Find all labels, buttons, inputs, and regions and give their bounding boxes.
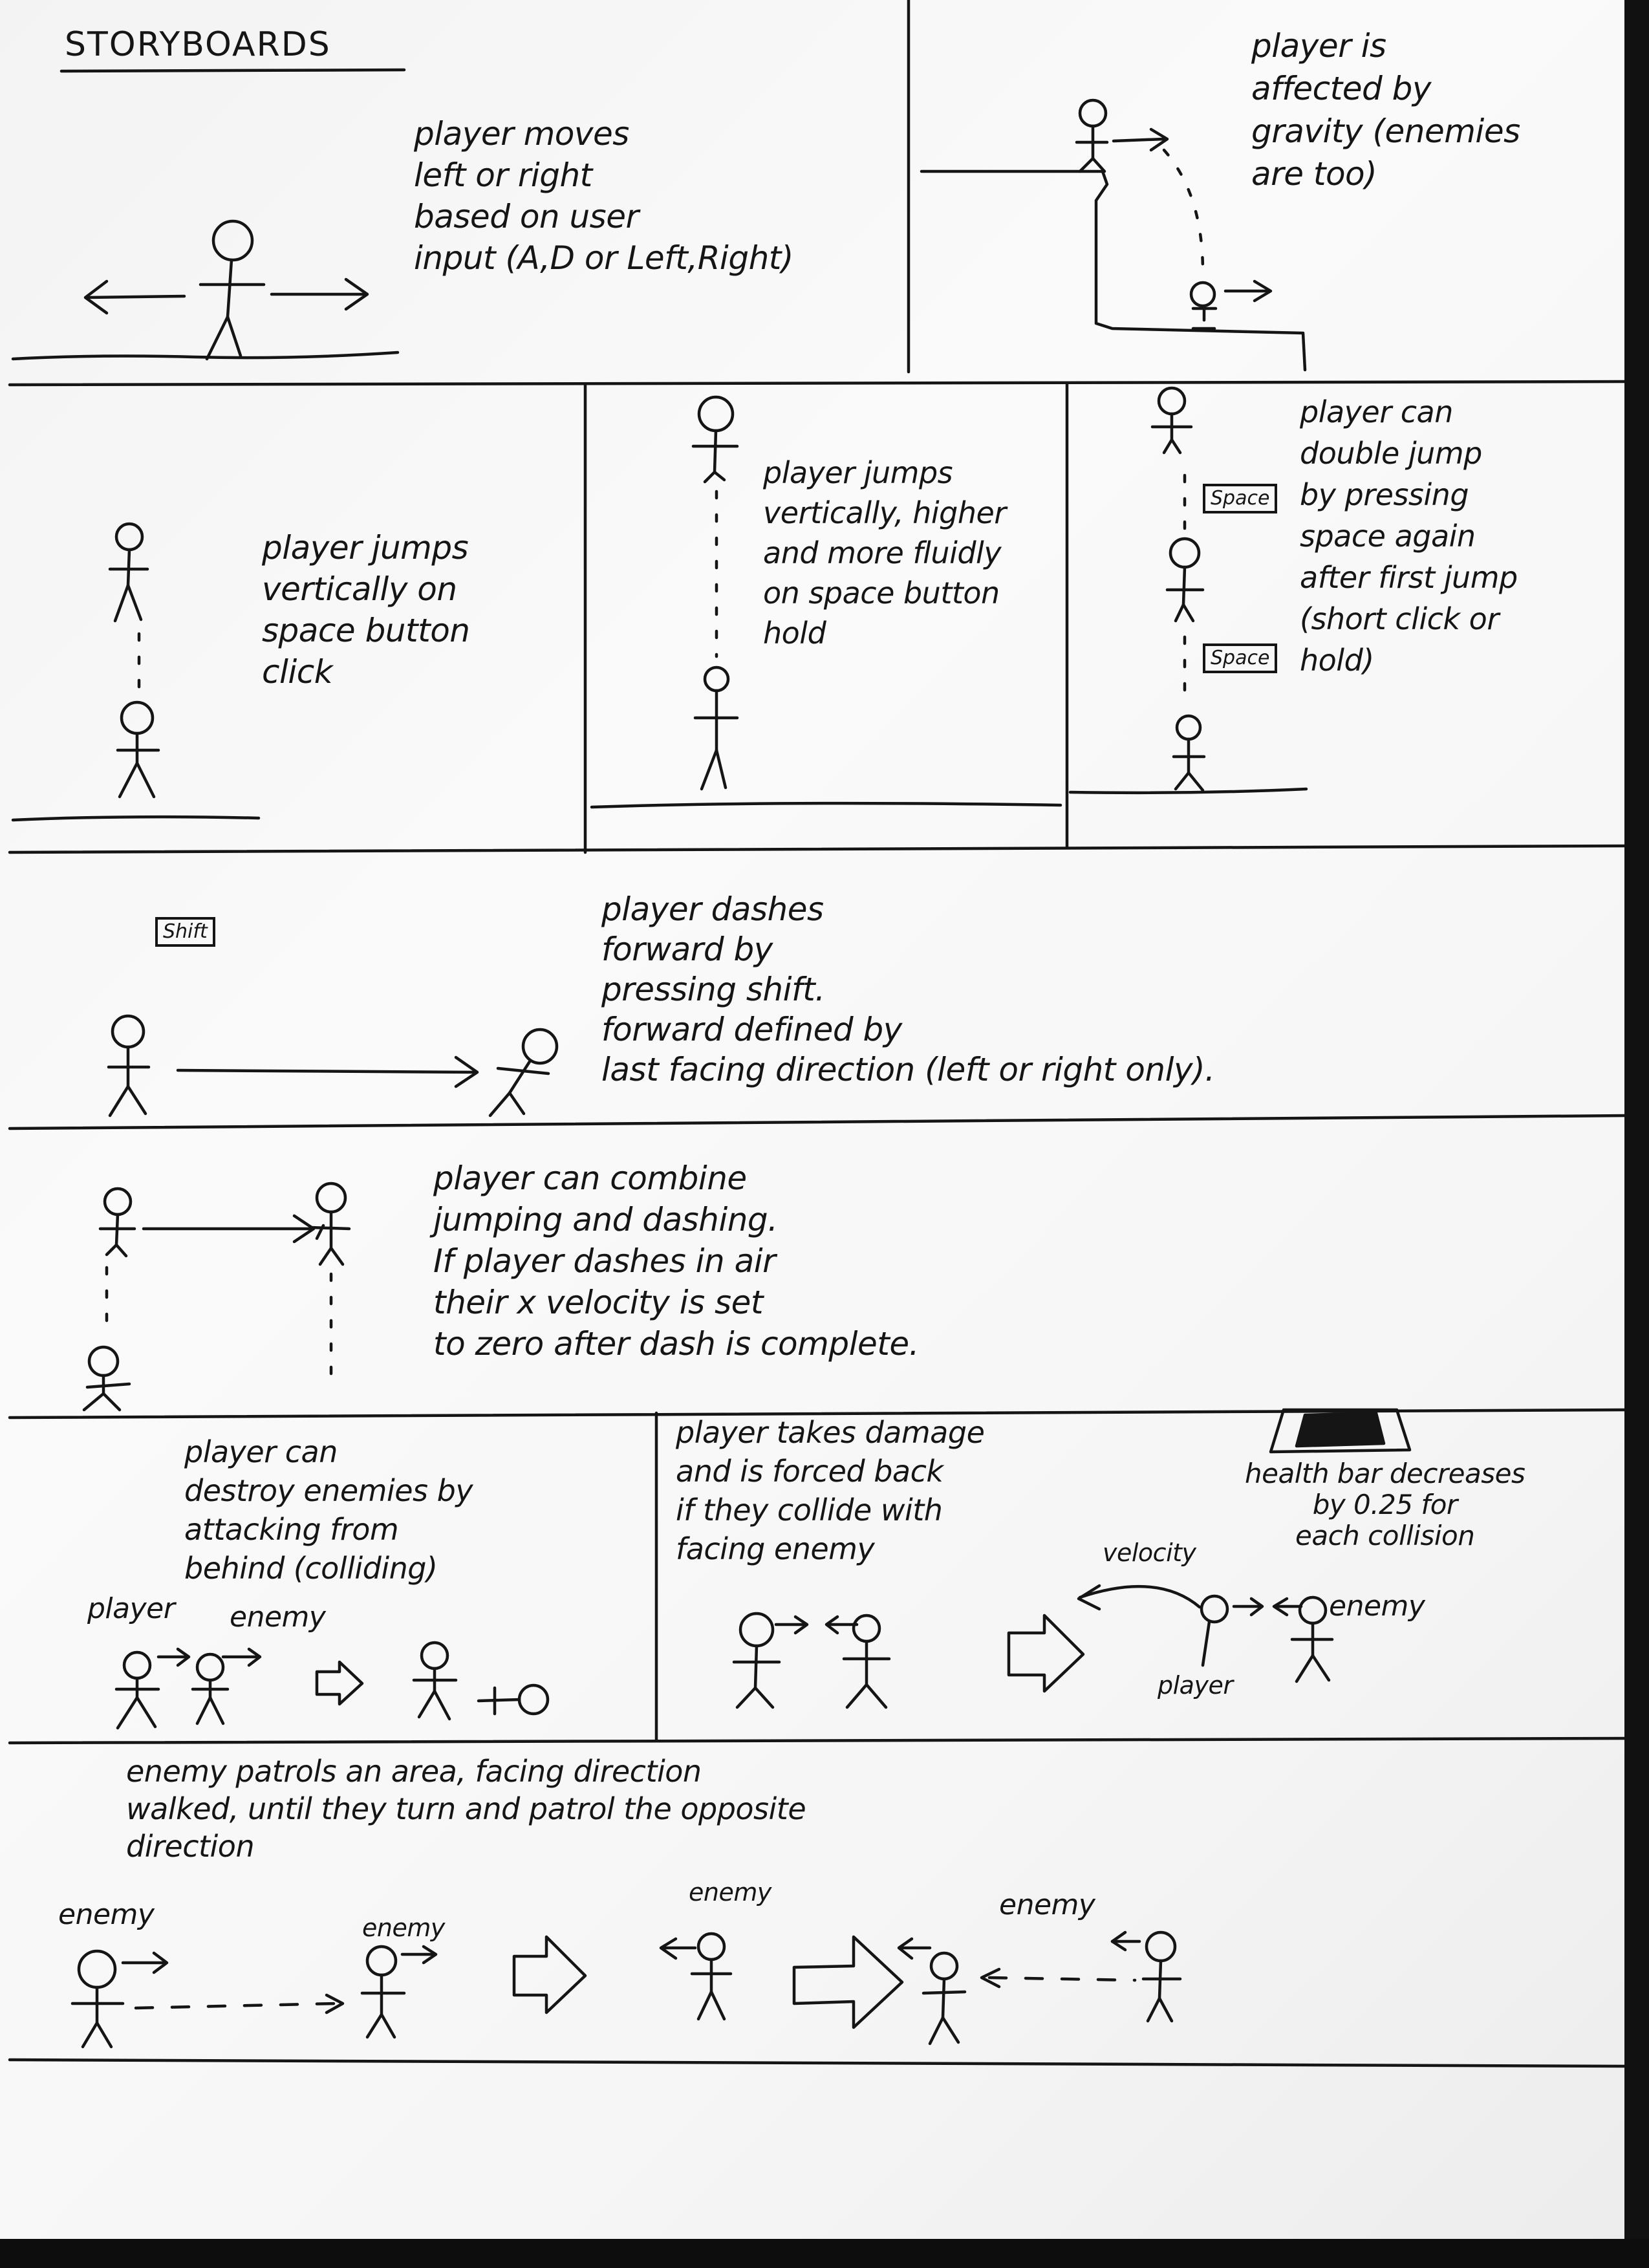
- patrol-enemy-1-label: enemy: [58, 1898, 155, 1931]
- destroy-player-arrow: [156, 1647, 191, 1667]
- dash-player-start: [107, 1014, 151, 1118]
- move-ground: [11, 351, 400, 361]
- gravity-arrow-bottom: [1223, 279, 1273, 303]
- combine-player-air: [98, 1187, 136, 1258]
- patrol-caption: enemy patrols an area, facing direction …: [126, 1754, 806, 1864]
- jump-hold-player-bottom: [693, 665, 739, 791]
- combine-player-ground: [82, 1345, 131, 1412]
- space-key-2: Space: [1203, 643, 1278, 673]
- gravity-caption: player is affected by gravity (enemies a…: [1251, 27, 1520, 193]
- move-player-figure: [199, 219, 266, 361]
- double-jump-ground: [1068, 787, 1308, 795]
- photo-edge-bottom: [0, 2239, 1649, 2268]
- destroy-player: [114, 1650, 160, 1730]
- destroy-enemy-label: enemy: [230, 1601, 326, 1634]
- gravity-ledge: [920, 169, 1307, 372]
- damage-enemy: [842, 1614, 891, 1709]
- gravity-player-bottom: [1189, 281, 1218, 330]
- damage-enemy-hit: [1290, 1595, 1334, 1683]
- damage-player-hit: [1200, 1594, 1229, 1667]
- damage-player-label: player: [1158, 1671, 1233, 1700]
- double-jump-caption: player can double jump by pressing space…: [1300, 394, 1518, 678]
- dash-player-end: [488, 1028, 559, 1118]
- damage-player: [732, 1612, 781, 1709]
- patrol-enemy-4: [921, 1951, 967, 2046]
- gravity-player-top: [1075, 98, 1109, 173]
- jump-hold-ground: [590, 801, 1062, 809]
- destroy-player-after: [412, 1641, 458, 1721]
- jump-click-ground: [11, 815, 261, 822]
- space-key-1: Space: [1203, 484, 1278, 513]
- health-bar-icon: [1269, 1408, 1412, 1454]
- dash-arrow: [176, 1055, 479, 1088]
- patrol-enemy-3-label: enemy: [689, 1878, 771, 1906]
- move-caption: player moves left or right based on user…: [414, 115, 793, 277]
- patrol-enemy-2: [360, 1945, 406, 2039]
- patrol-enemy-5-label: enemy: [999, 1888, 1095, 1921]
- jump-hold-player-top: [691, 395, 739, 484]
- double-jump-player-middle: [1165, 537, 1205, 623]
- double-jump-player-top: [1150, 386, 1193, 455]
- panel-borders: [8, 0, 1628, 2068]
- damage-caption: player takes damage and is forced back i…: [676, 1415, 985, 1566]
- destroy-enemy: [191, 1652, 230, 1725]
- patrol-path-1: [134, 2002, 338, 2010]
- move-right-arrow: [270, 277, 369, 311]
- damage-velocity-label: velocity: [1103, 1539, 1196, 1567]
- patrol-enemy-5-arrow: [1110, 1930, 1141, 1952]
- patrol-path-2-head: [980, 1967, 1001, 1989]
- destroy-enemy-arrow: [221, 1647, 262, 1667]
- destroy-caption: player can destroy enemies by attacking …: [184, 1434, 473, 1586]
- damage-result-arrow: [1007, 1614, 1085, 1693]
- photo-edge-right: [1624, 0, 1649, 2268]
- move-left-arrow: [83, 279, 186, 315]
- destroy-enemy-defeated: [477, 1683, 550, 1716]
- patrol-enemy-3-arrow: [659, 1937, 697, 1960]
- patrol-transition-arrow-2: [792, 1935, 904, 2029]
- damage-enemy-hit-arrow: [1272, 1597, 1303, 1617]
- damage-enemy-label: enemy: [1329, 1590, 1425, 1623]
- damage-velocity-arrowhead: [1077, 1584, 1101, 1611]
- jump-click-caption: player jumps vertically on space button …: [262, 529, 470, 691]
- combine-caption: player can combine jumping and dashing. …: [433, 1160, 919, 1363]
- patrol-enemy-1-arrow: [121, 1951, 169, 1974]
- dash-caption: player dashes forward by pressing shift.…: [601, 891, 1215, 1088]
- jump-hold-caption: player jumps vertically, higher and more…: [763, 455, 1006, 651]
- patrol-enemy-4-arrow: [897, 1937, 932, 1960]
- jump-click-player-bottom: [116, 700, 160, 799]
- combine-dash-arrow: [142, 1214, 316, 1244]
- patrol-path-2: [987, 1976, 1137, 1982]
- destroy-result-arrow: [315, 1660, 364, 1706]
- health-caption: health bar decreases by 0.25 for each co…: [1245, 1458, 1525, 1551]
- shift-key: Shift: [155, 917, 215, 947]
- double-jump-player-bottom: [1172, 714, 1206, 792]
- damage-hit-arrow: [1232, 1597, 1264, 1617]
- page-title: STORYBOARDS: [65, 25, 331, 64]
- destroy-player-label: player: [87, 1592, 175, 1625]
- patrol-enemy-3: [690, 1932, 733, 2021]
- patrol-transition-arrow-1: [512, 1935, 587, 2014]
- patrol-enemy-2-label: enemy: [362, 1914, 445, 1942]
- gravity-fall-path: [1162, 148, 1205, 274]
- patrol-enemy-2-arrow: [400, 1945, 438, 1965]
- damage-enemy-arrow: [824, 1615, 859, 1635]
- patrol-enemy-1: [70, 1949, 125, 2049]
- patrol-path-1-head: [325, 1993, 345, 2014]
- jump-click-player-top: [108, 522, 149, 623]
- gravity-arrow-top: [1112, 127, 1169, 152]
- combine-player-dashed: [308, 1182, 351, 1266]
- patrol-enemy-5: [1141, 1930, 1182, 2023]
- damage-player-arrow: [774, 1615, 809, 1635]
- damage-velocity-arc: [1078, 1584, 1202, 1609]
